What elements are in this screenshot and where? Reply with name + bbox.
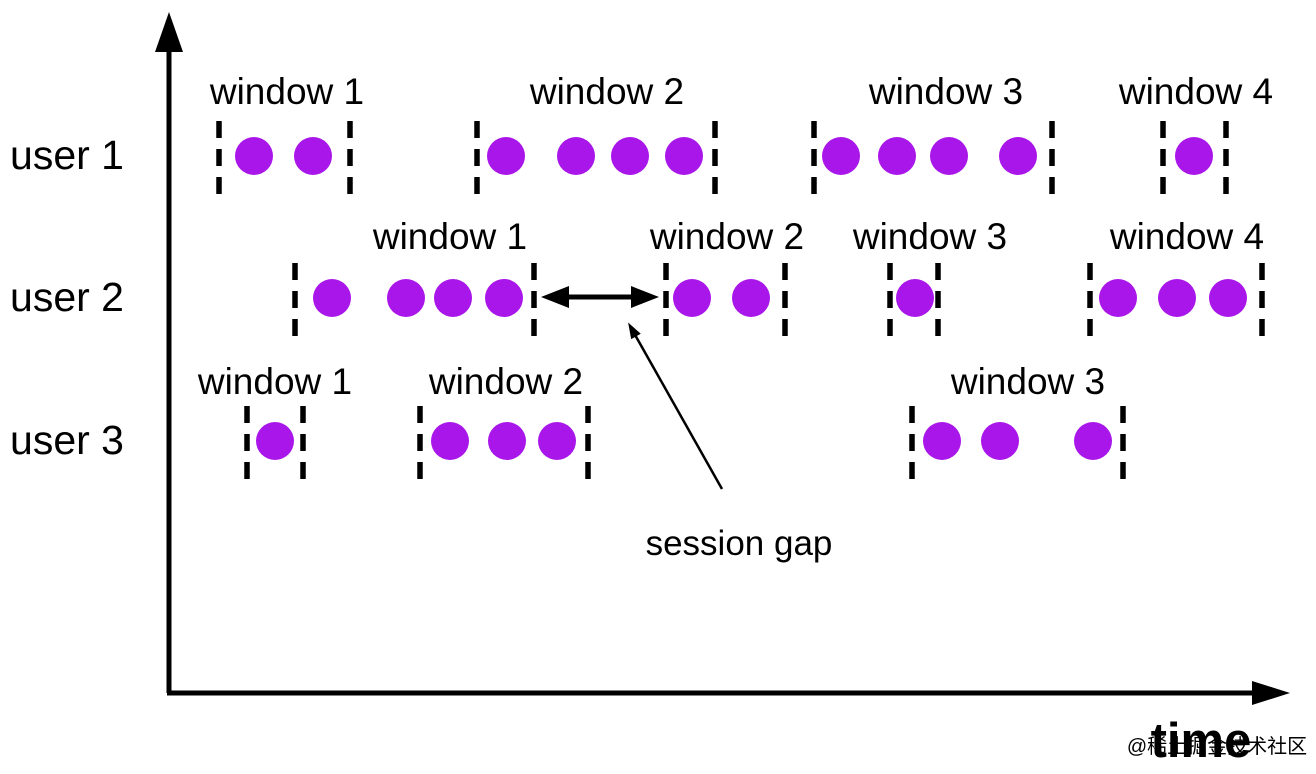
y-axis-arrowhead-icon: [155, 12, 183, 52]
event-dot: [1158, 279, 1196, 317]
event-dot: [487, 137, 525, 175]
event-dot: [673, 279, 711, 317]
window-label: window 4: [1118, 71, 1273, 112]
event-dot: [1175, 137, 1213, 175]
gap-arrowhead-left-icon: [541, 286, 569, 308]
window-label: window 3: [950, 361, 1105, 402]
event-dot: [313, 279, 351, 317]
window-label: window 2: [529, 71, 684, 112]
window-label: window 3: [868, 71, 1023, 112]
event-dot: [1099, 279, 1137, 317]
event-dot: [431, 422, 469, 460]
event-dot: [256, 422, 294, 460]
x-axis-arrowhead-icon: [1252, 681, 1290, 705]
window-label: window 1: [372, 216, 527, 257]
axes: [155, 12, 1290, 705]
session-gap-label: session gap: [646, 524, 833, 563]
session-gap-annotation: [541, 286, 724, 490]
window-label: window 1: [209, 71, 364, 112]
event-dot: [732, 279, 770, 317]
event-dot: [896, 279, 934, 317]
user-label: user 1: [10, 132, 124, 178]
user-label: user 2: [10, 274, 124, 320]
event-dot: [235, 137, 273, 175]
event-dot: [878, 137, 916, 175]
event-dot: [822, 137, 860, 175]
time-axis-label: time: [1151, 714, 1252, 768]
event-dot: [485, 279, 523, 317]
event-dot: [434, 279, 472, 317]
event-dot: [981, 422, 1019, 460]
window-label: window 1: [197, 361, 352, 402]
annotation-pointer-line: [632, 332, 724, 490]
event-dot: [1074, 422, 1112, 460]
event-dot: [1209, 279, 1247, 317]
event-dot: [999, 137, 1037, 175]
window-label: window 4: [1109, 216, 1264, 257]
event-dot: [611, 137, 649, 175]
event-dot: [930, 137, 968, 175]
window-label: window 2: [649, 216, 804, 257]
event-dot: [387, 279, 425, 317]
user-label: user 3: [10, 417, 124, 463]
window-label: window 3: [852, 216, 1007, 257]
event-dot: [488, 422, 526, 460]
event-dot: [665, 137, 703, 175]
event-dot: [538, 422, 576, 460]
watermark: @稀土掘金技术社区: [1127, 735, 1307, 758]
event-dot: [923, 422, 961, 460]
event-dot: [557, 137, 595, 175]
rows-layer: user 1 window 1 window 2 window 3 window 4 us…: [10, 71, 1273, 479]
event-dot: [294, 137, 332, 175]
annotation-arrowhead-icon: [628, 322, 641, 340]
window-label: window 2: [428, 361, 583, 402]
gap-arrowhead-right-icon: [631, 286, 659, 308]
